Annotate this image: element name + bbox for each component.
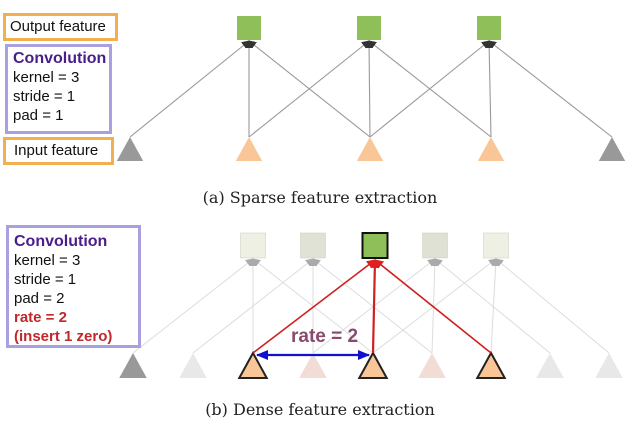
output-feature-text: Output feature (10, 18, 106, 35)
input-node-a (235, 137, 263, 161)
edge-b-highlight (370, 259, 380, 354)
active-output-node-b (361, 232, 389, 259)
input-node-b (179, 353, 207, 378)
output-node-a (237, 16, 261, 40)
edge-b-faded (132, 258, 254, 354)
active-input-node-b (237, 350, 269, 379)
kernel-param-a: kernel = 3 (13, 69, 80, 86)
edge-a (488, 40, 613, 138)
panel-b-graph (119, 232, 623, 379)
active-input-node-b (357, 350, 389, 379)
pad-param-b: pad = 2 (14, 290, 65, 307)
rate-param-b: rate = 2 (14, 309, 67, 326)
input-node-a (356, 137, 384, 161)
kernel-param-b: kernel = 3 (14, 252, 81, 269)
output-feature-label: Output feature (3, 13, 118, 41)
conv-title-a: Convolution (13, 50, 107, 67)
input-node-b (595, 353, 623, 378)
edge-a (365, 40, 374, 138)
edge-a (369, 40, 490, 138)
caption-a: (a) Sparse feature extraction (202, 188, 438, 207)
active-input-node-b (475, 350, 507, 379)
conv-params-box-b: Convolution kernel = 3 stride = 1 pad = … (6, 225, 141, 348)
edge-a (248, 40, 370, 138)
edge-a (129, 40, 250, 138)
conv-title-b: Convolution (14, 233, 108, 250)
caption-b: (b) Dense feature extraction (205, 400, 435, 419)
stride-param-b: stride = 1 (14, 271, 77, 288)
edge-b-highlight (252, 259, 376, 354)
edge-b-faded (312, 258, 433, 354)
output-node-b (240, 232, 266, 259)
stride-param-a: stride = 1 (13, 88, 76, 105)
edge-b-faded (434, 258, 551, 354)
output-node-b (483, 232, 509, 259)
input-node-b (536, 353, 564, 378)
output-node-b (300, 232, 326, 259)
panel-a-graph (116, 16, 626, 161)
edge-b-faded (192, 258, 314, 354)
edge-b-faded (495, 258, 610, 354)
edge-a (485, 40, 494, 138)
input-node-a (477, 137, 505, 161)
pad-param-a: pad = 1 (13, 107, 64, 124)
input-feature-text: Input feature (14, 142, 99, 159)
insert-zero-note: (insert 1 zero) (14, 328, 113, 345)
edge-b-faded (490, 258, 500, 354)
padding-input-node-a (116, 137, 144, 161)
input-feature-label: Input feature (3, 137, 114, 165)
rate-annotation: rate = 2 (291, 326, 359, 347)
edge-b-highlight (374, 259, 492, 354)
output-node-a (357, 16, 381, 40)
padding-input-node-a (598, 137, 626, 161)
input-node-b (299, 353, 327, 378)
input-node-b (119, 353, 147, 378)
input-node-b (418, 353, 446, 378)
output-node-b (422, 232, 448, 259)
output-node-a (477, 16, 501, 40)
edge-b-faded (372, 258, 497, 354)
conv-params-box-a: Convolution kernel = 3 stride = 1 pad = … (5, 44, 112, 134)
